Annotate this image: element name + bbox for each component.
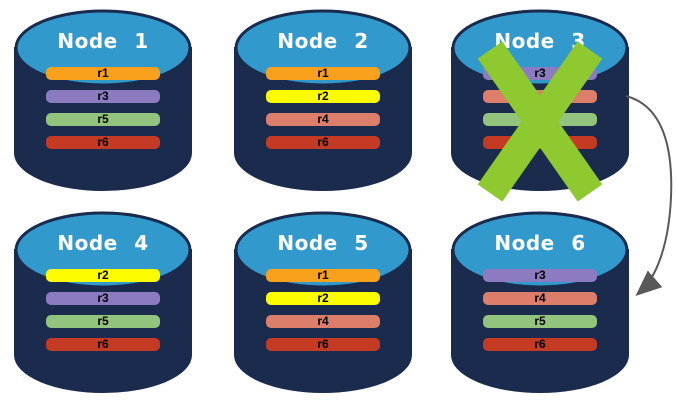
replica-bar-r2: r2 bbox=[266, 292, 380, 305]
replica-bar-r4: r4 bbox=[483, 292, 597, 305]
replica-bar-r3: r3 bbox=[483, 269, 597, 282]
node-4: Node 4 r2 r3 r5 r6 bbox=[13, 211, 193, 393]
replica-bar-r3: r3 bbox=[46, 292, 160, 305]
replica-bar-r1: r1 bbox=[46, 67, 160, 80]
replica-bar-r6: r6 bbox=[266, 136, 380, 149]
replica-bar-r3: r3 bbox=[46, 90, 160, 103]
node-title: Node 3 bbox=[494, 29, 586, 53]
replica-bar-r1: r1 bbox=[266, 269, 380, 282]
node-title: Node 5 bbox=[277, 231, 369, 255]
replica-bar-r4: r4 bbox=[266, 113, 380, 126]
node-1: Node 1 r1 r3 r5 r6 bbox=[13, 9, 193, 191]
node-title: Node 1 bbox=[57, 29, 149, 53]
replica-bar-r5: r5 bbox=[483, 315, 597, 328]
replica-bar-r2: r2 bbox=[266, 90, 380, 103]
replica-bar-r1: r1 bbox=[266, 67, 380, 80]
node-title: Node 6 bbox=[494, 231, 586, 255]
replica-bar-r6: r6 bbox=[266, 338, 380, 351]
node-title: Node 4 bbox=[57, 231, 149, 255]
replica-bar-r6: r6 bbox=[483, 338, 597, 351]
replica-bar-r5: r5 bbox=[46, 315, 160, 328]
replica-bar-r4: r4 bbox=[266, 315, 380, 328]
node-title: Node 2 bbox=[277, 29, 369, 53]
failed-x-icon bbox=[477, 41, 603, 202]
replica-bar-r6: r6 bbox=[46, 136, 160, 149]
replica-bar-r5: r5 bbox=[46, 113, 160, 126]
node-5: Node 5 r1 r2 r4 r6 bbox=[233, 211, 413, 393]
node-2: Node 2 r1 r2 r4 r6 bbox=[233, 9, 413, 191]
replica-bar-r2: r2 bbox=[46, 269, 160, 282]
replica-bar-r6: r6 bbox=[46, 338, 160, 351]
node-6: Node 6 r3 r4 r5 r6 bbox=[450, 211, 630, 393]
